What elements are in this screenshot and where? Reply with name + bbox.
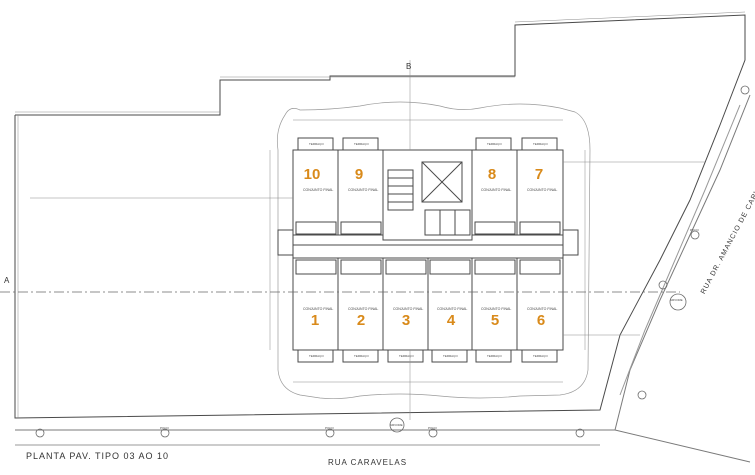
apartment-caption: CONJUNTO FINAL — [393, 307, 424, 311]
apartment-caption: CONJUNTO FINAL — [437, 307, 468, 311]
street-edge-right-inner — [619, 104, 741, 396]
lot-boundary — [14, 14, 746, 419]
terrace-label: TERRAÇO — [443, 354, 458, 358]
tree-label: POÇO — [690, 228, 699, 232]
axis-mark-top: B — [406, 62, 412, 71]
apartment-caption: CONJUNTO FINAL — [527, 307, 558, 311]
unit-number-9: 9 — [354, 166, 364, 183]
unit-number-7: 7 — [534, 166, 544, 183]
terrace-label: TERRAÇO — [533, 354, 548, 358]
unit-number-2: 2 — [356, 312, 366, 329]
terrace-label: TERRAÇO — [354, 354, 369, 358]
apartment-caption: CONJUNTO FINAL — [527, 188, 558, 192]
apartment-caption: CONJUNTO FINAL — [303, 307, 334, 311]
unit-number-10: 10 — [303, 166, 321, 183]
unit-number-6: 6 — [536, 312, 546, 329]
unit-number-4: 4 — [446, 312, 456, 329]
terrace-label: TERRAÇO — [487, 354, 502, 358]
apartment-caption: CONJUNTO FINAL — [303, 188, 334, 192]
terrace-label: TERRAÇO — [487, 142, 502, 146]
terrace-label: TERRAÇO — [309, 142, 324, 146]
unit-number-1: 1 — [310, 312, 320, 329]
unit-number-5: 5 — [490, 312, 500, 329]
street-name-bottom: RUA CARAVELAS — [328, 458, 408, 467]
drawing-title: PLANTA PAV. TIPO 03 AO 10 — [26, 451, 170, 461]
tree-label: POÇO — [160, 426, 169, 430]
core — [382, 149, 473, 241]
corner-tree-label: ARVORE — [670, 298, 683, 302]
axis-mark-left: A — [4, 276, 10, 285]
terrace-label: TERRAÇO — [533, 142, 548, 146]
unit-number-3: 3 — [401, 312, 411, 329]
terrace-label: TERRAÇO — [354, 142, 369, 146]
street-edge-right — [614, 94, 751, 463]
unit-number-8: 8 — [487, 166, 497, 183]
terrace-label: TERRAÇO — [399, 354, 414, 358]
apartment-caption: CONJUNTO FINAL — [348, 307, 379, 311]
terrace-label: TERRAÇO — [309, 354, 324, 358]
tree-label: POÇO — [428, 426, 437, 430]
tree-label: POÇO — [325, 426, 334, 430]
garden-contour — [276, 101, 591, 400]
corner-tree-label: ARVORE — [390, 423, 403, 427]
apartment-caption: CONJUNTO FINAL — [481, 307, 512, 311]
apartment-caption: CONJUNTO FINAL — [481, 188, 512, 192]
apartment-caption: CONJUNTO FINAL — [348, 188, 379, 192]
